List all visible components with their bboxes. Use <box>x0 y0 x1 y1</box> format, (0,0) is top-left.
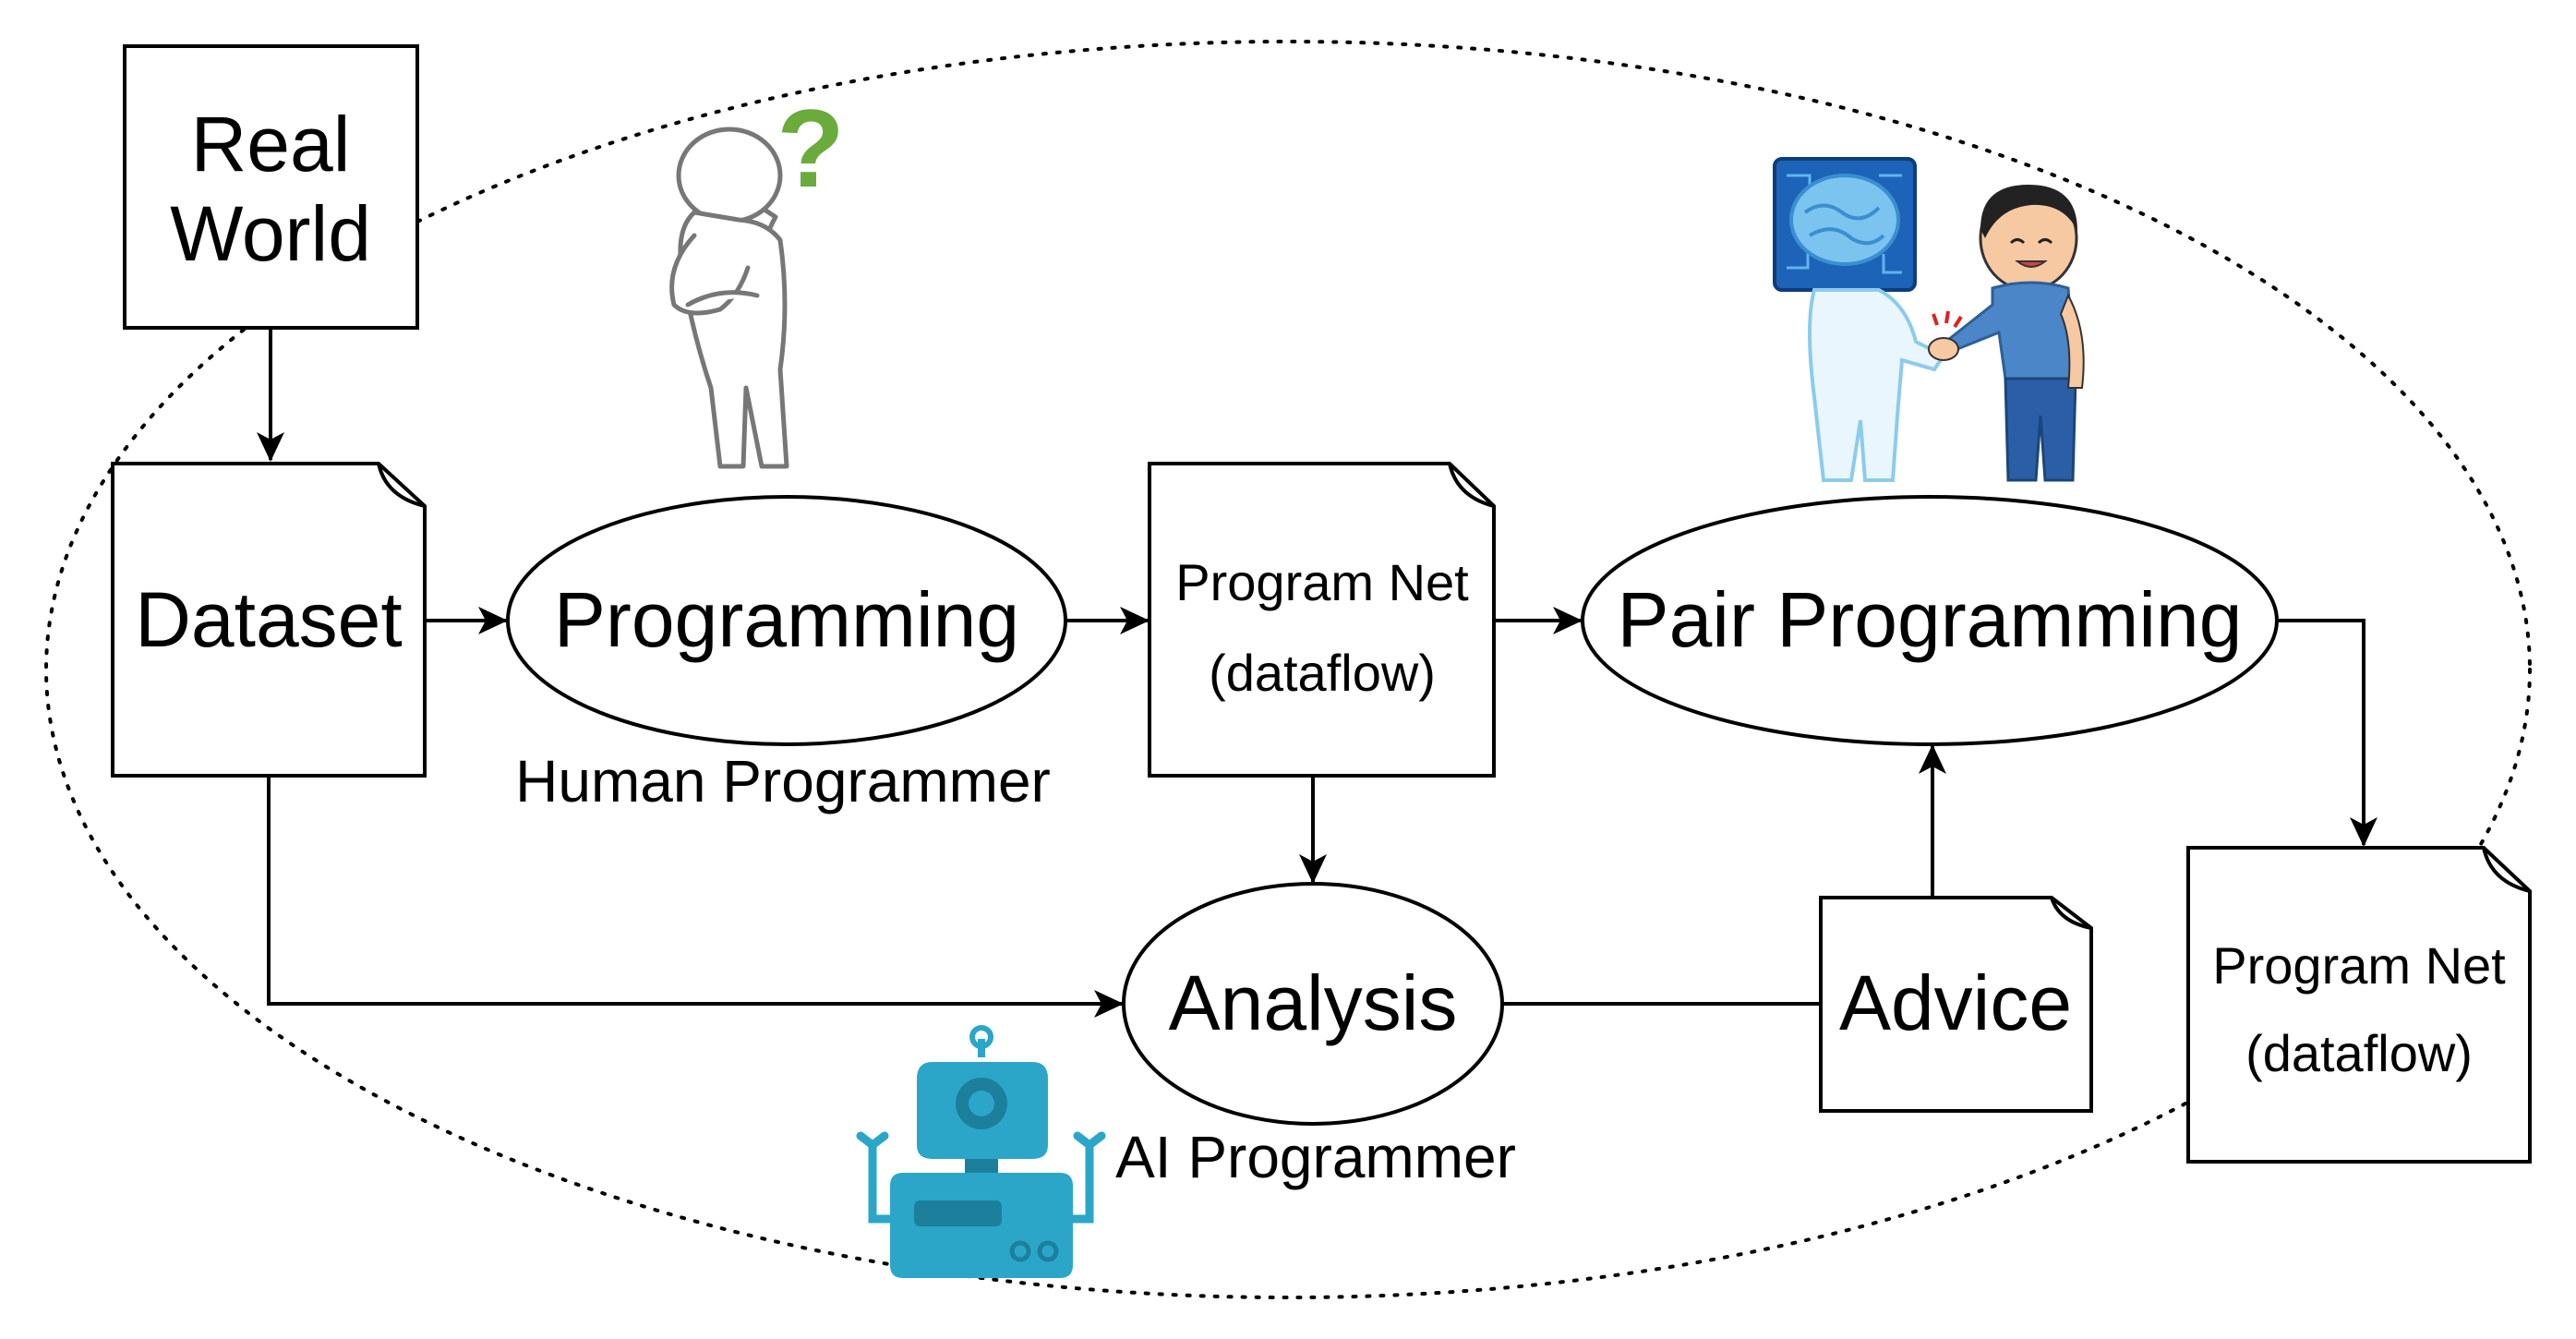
robot-illustration <box>856 1025 1106 1278</box>
analysis-process[interactable]: Analysis <box>1122 882 1504 1126</box>
pair-programming-process[interactable]: Pair Programming <box>1581 495 2279 746</box>
program-net-document-2[interactable]: Program Net (dataflow) <box>2186 846 2532 1164</box>
ai-programmer-label: AI Programmer <box>1115 1124 1516 1190</box>
program-net-2-line1: Program Net <box>2212 936 2506 995</box>
arrow-dataset-analysis <box>267 776 1124 1018</box>
dataset-label: Dataset <box>135 576 403 663</box>
real-world-line1: Real <box>191 101 351 187</box>
program-net-2-line2: (dataflow) <box>2245 1024 2473 1082</box>
program-net-1-line1: Program Net <box>1175 553 1469 611</box>
programming-label: Programming <box>554 576 1019 663</box>
boundary-ellipse <box>44 40 2532 1299</box>
ai-human-handshake-illustration <box>1773 157 2085 482</box>
real-world-box[interactable]: Real World <box>123 44 419 330</box>
analysis-label: Analysis <box>1169 959 1458 1046</box>
human-programmer-label: Human Programmer <box>515 748 1051 814</box>
program-net-document-1[interactable]: Program Net (dataflow) <box>1148 462 1496 778</box>
advice-document[interactable]: Advice <box>1819 896 2093 1113</box>
dataset-document[interactable]: Dataset <box>111 462 427 778</box>
arrow-pairprogramming-output <box>2277 619 2377 847</box>
pair-programming-label: Pair Programming <box>1618 576 2243 663</box>
question-mark: ? <box>776 87 844 211</box>
real-world-line2: World <box>170 190 371 277</box>
programming-process[interactable]: Programming <box>506 495 1067 746</box>
thinking-person-illustration <box>669 127 789 469</box>
program-net-1-line2: (dataflow) <box>1209 644 1436 702</box>
advice-label: Advice <box>1839 959 2072 1046</box>
